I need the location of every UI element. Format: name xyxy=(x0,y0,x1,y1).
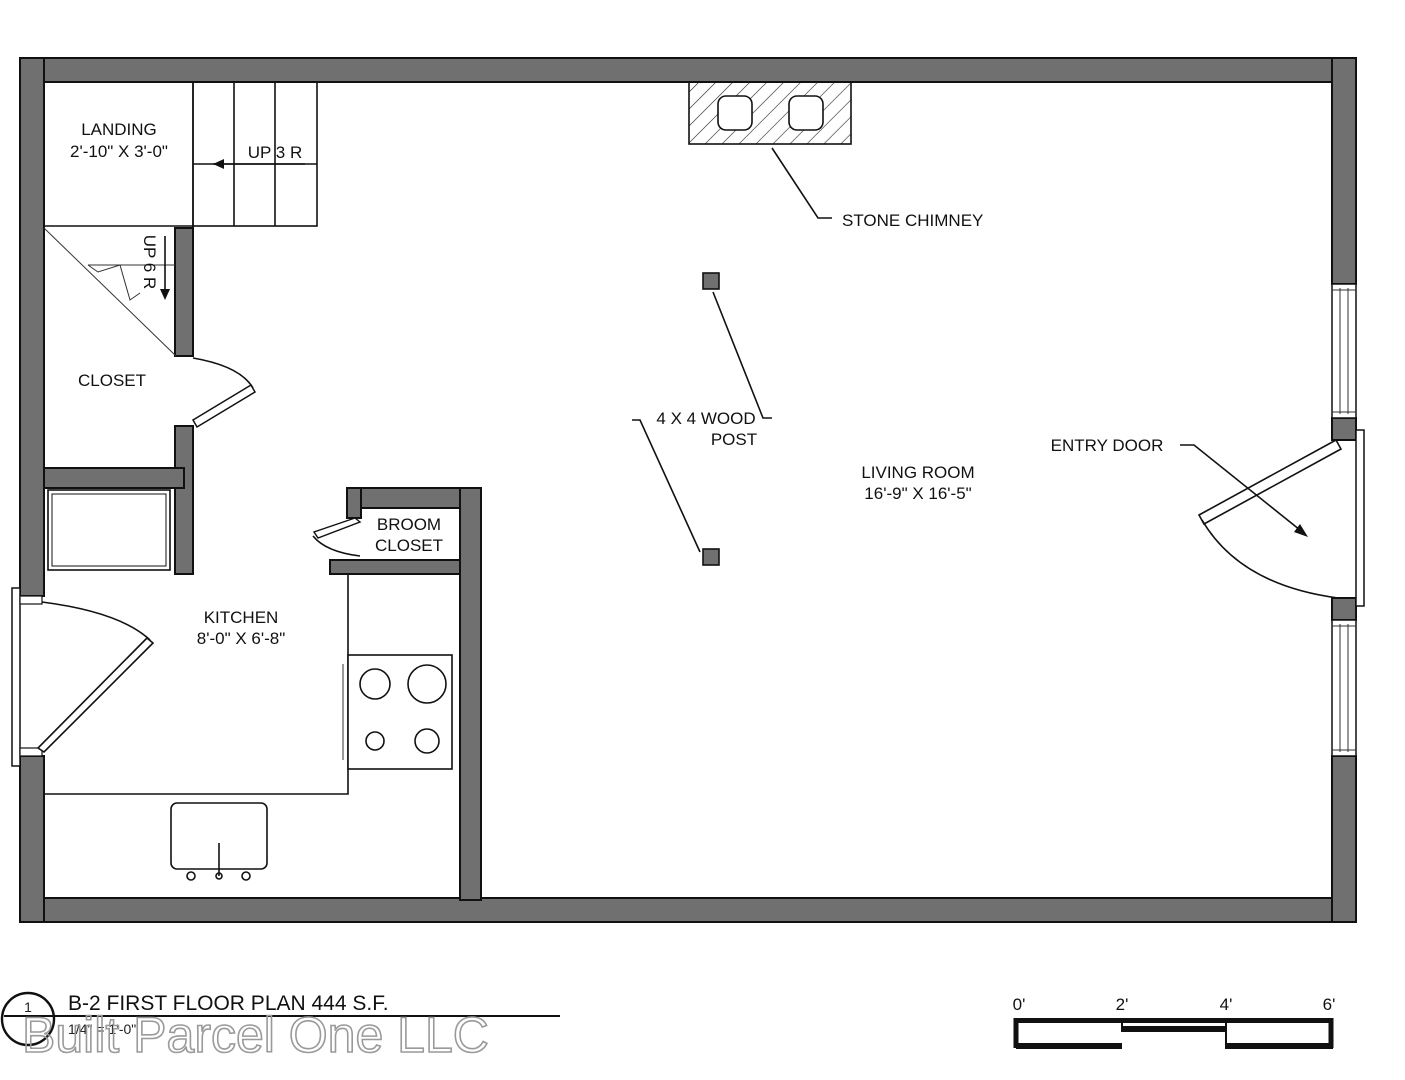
stair-upper-label: UP 3 R xyxy=(248,143,303,162)
post-label-1: 4 X 4 WOOD xyxy=(656,409,755,428)
living-room-label: LIVING ROOM xyxy=(861,463,974,482)
broom-closet-label-2: CLOSET xyxy=(375,536,443,555)
sink-icon xyxy=(170,802,268,881)
chimney-label: STONE CHIMNEY xyxy=(842,211,983,230)
kitchen-label: KITCHEN xyxy=(204,608,279,627)
title-number: 1 xyxy=(24,999,32,1015)
kitchen-counter-top xyxy=(47,489,171,571)
plan-scale-note: 1/4" = 1'-0" xyxy=(68,1021,136,1037)
kitchen-dims: 8'-0" X 6'-8" xyxy=(197,629,286,648)
wood-post-icon-2 xyxy=(702,548,720,566)
window-lower xyxy=(1331,619,1357,757)
kitchen-counter xyxy=(44,574,349,795)
scale-tick-6: 6' xyxy=(1323,995,1336,1014)
closet-label: CLOSET xyxy=(78,371,146,390)
stair-lower-label: UP 6 R xyxy=(140,235,159,290)
entry-door-arrowhead xyxy=(1294,524,1308,537)
kitchen-exterior-door xyxy=(11,587,155,767)
closet-door xyxy=(191,357,257,429)
stone-chimney-icon xyxy=(688,81,852,145)
scale-tick-2: 2' xyxy=(1116,995,1129,1014)
scale-tick-4: 4' xyxy=(1220,995,1233,1014)
entry-door-leader xyxy=(1180,444,1301,531)
living-room-dims: 16'-9" X 16'-5" xyxy=(864,484,971,503)
exterior-walls xyxy=(19,57,1357,923)
broom-closet-door xyxy=(312,517,362,557)
plan-title: B-2 FIRST FLOOR PLAN 444 S.F. xyxy=(68,992,389,1015)
stairs xyxy=(43,81,318,357)
window-upper xyxy=(1331,283,1357,419)
post-leader-upper xyxy=(712,291,772,419)
watermark: Built Parcel One LLC xyxy=(22,1007,489,1063)
entry-door xyxy=(1197,429,1365,607)
broom-closet-label-1: BROOM xyxy=(377,515,441,534)
title-block: 1 B-2 FIRST FLOOR PLAN 444 S.F. 1/4" = 1… xyxy=(0,991,560,1047)
interior-walls xyxy=(43,227,482,901)
scale-tick-0: 0' xyxy=(1013,995,1026,1014)
landing-label: LANDING xyxy=(81,120,157,139)
wood-post-icon xyxy=(702,272,720,290)
landing-dims: 2'-10" X 3'-0" xyxy=(70,142,168,161)
stove-icon xyxy=(342,654,453,770)
post-leader-lower xyxy=(632,419,701,553)
scale-bar: 0' 2' 4' 6' xyxy=(1013,995,1336,1049)
title-number-circle xyxy=(0,991,56,1047)
post-label-2: POST xyxy=(711,430,757,449)
entry-door-label: ENTRY DOOR xyxy=(1051,436,1164,455)
chimney-leader xyxy=(771,147,832,219)
